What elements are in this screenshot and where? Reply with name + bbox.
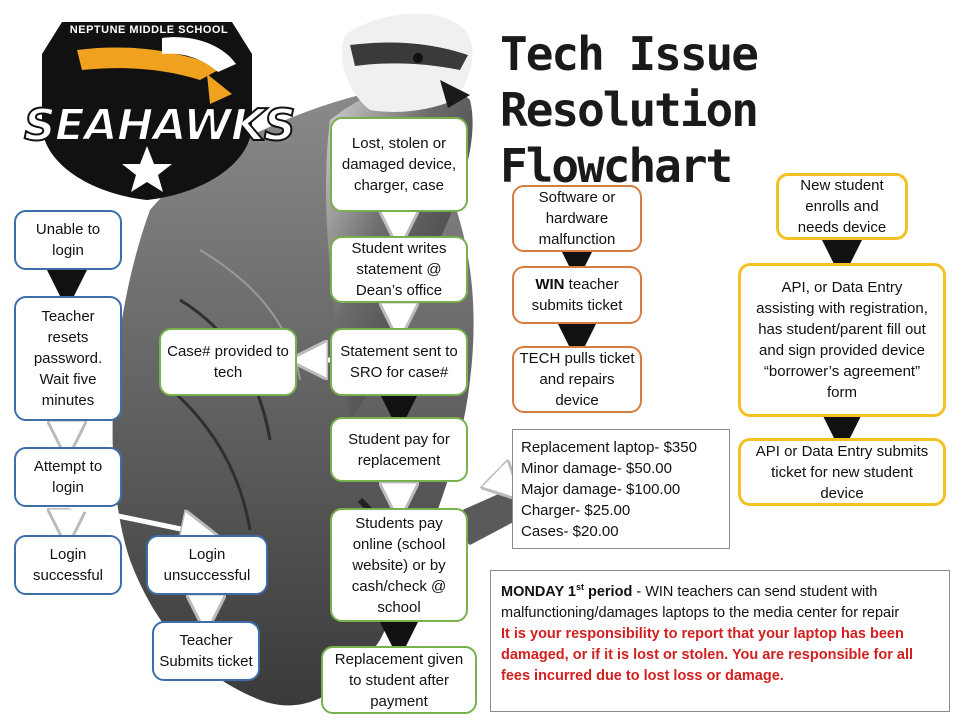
seahawks-logo	[42, 22, 252, 200]
logo-school-name: NEPTUNE MIDDLE SCHOOL	[69, 24, 229, 36]
node-statement-sent-to-sro: Statement sent to SRO for case#	[330, 328, 468, 396]
page-title: Tech Issue Resolution Flowchart	[500, 26, 950, 194]
node-software-hardware-malfunction: Software or hardware malfunction	[512, 185, 642, 252]
arrow-pay-to-prices	[468, 448, 508, 487]
node-login-successful: Login successful	[14, 535, 122, 595]
replacement-price-list: Replacement laptop- $350 Minor damage- $…	[512, 429, 730, 549]
arrow-attempt-to-unsuccess	[69, 503, 200, 533]
node-tech-pulls-ticket: TECH pulls ticket and repairs device	[512, 346, 642, 413]
node-api-submits-ticket: API or Data Entry submits ticket for new…	[738, 438, 946, 506]
node-replacement-given: Replacement given to student after payme…	[321, 646, 477, 714]
node-attempt-to-login: Attempt to login	[14, 447, 122, 507]
responsibility-warning: It is your responsibility to report that…	[501, 625, 913, 684]
title-line-2: Resolution Flowchart	[500, 83, 759, 193]
price-item: Replacement laptop- $350	[521, 438, 697, 456]
win-label: WIN	[535, 276, 565, 293]
price-item: Major damage- $100.00	[521, 480, 681, 498]
node-case-provided-to-tech: Case# provided to tech	[159, 328, 297, 396]
notice-body: - WIN teachers can send student with mal…	[501, 583, 900, 621]
node-student-pay-for-replacement: Student pay for replacement	[330, 417, 468, 482]
node-api-assisting-registration: API, or Data Entry assisting with regist…	[738, 263, 946, 417]
title-line-1: Tech Issue	[500, 27, 759, 81]
node-login-unsuccessful: Login unsuccessful	[146, 535, 268, 595]
price-item: Charger- $25.00	[521, 501, 631, 519]
node-win-teacher-submits-ticket: WIN teacher submits ticket	[512, 266, 642, 324]
logo-mascot-name: SEAHAWKS	[23, 99, 297, 152]
node-teacher-submits-ticket: Teacher Submits ticket	[152, 621, 260, 681]
node-new-student-enrolls: New student enrolls and needs device	[776, 173, 908, 240]
monday-notice: MONDAY 1st period - WIN teachers can sen…	[490, 570, 950, 712]
price-item: Minor damage- $50.00	[521, 459, 672, 477]
node-teacher-resets-password: Teacher resets password. Wait five minut…	[14, 296, 122, 421]
node-student-writes-statement: Student writes statement @ Dean’s office	[330, 236, 468, 303]
node-students-pay-online: Students pay online (school website) or …	[330, 508, 468, 622]
price-item: Cases- $20.00	[521, 522, 619, 540]
node-unable-to-login: Unable to login	[14, 210, 122, 270]
node-lost-stolen-damaged: Lost, stolen or damaged device, charger,…	[330, 117, 468, 212]
